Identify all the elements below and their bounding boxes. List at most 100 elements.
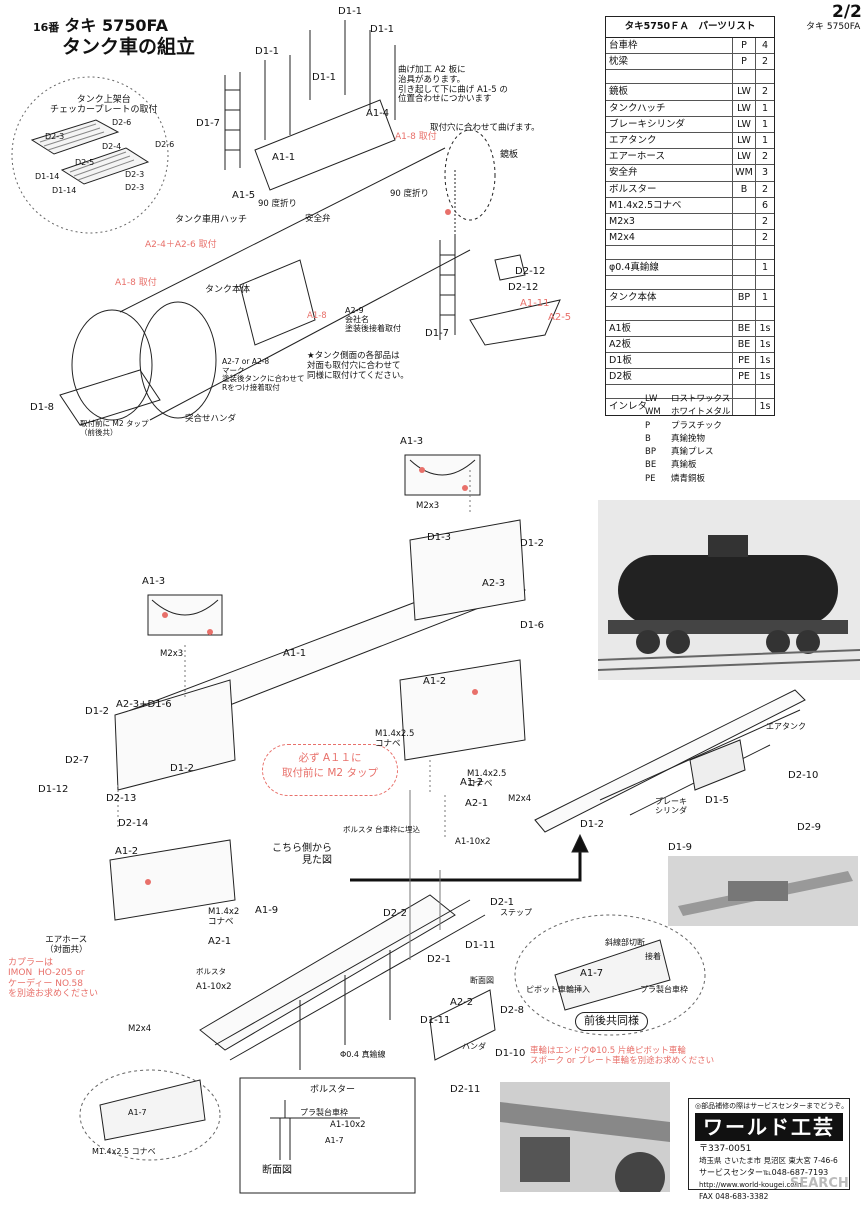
a2-4-label: A2-4＋A2-6 取付 [145, 240, 217, 250]
legend-code: WM [645, 407, 661, 418]
m2x4b-label: M2x4 [128, 1024, 152, 1034]
parts-name [606, 307, 732, 320]
part-code: D2-14 [118, 818, 149, 829]
company-fax: FAX 048-683-3382 [699, 1192, 769, 1202]
star-note: ★タンク側面の各部品は 対面も取付穴に合わせて 同様に取付けてください。 [307, 351, 409, 381]
parts-qty: 1s [755, 399, 774, 415]
parts-qty: 2 [755, 181, 774, 197]
parts-qty: 4 [755, 38, 774, 54]
part-code: A1-11 [520, 298, 550, 309]
model-title: タキ 5750FA [64, 16, 168, 35]
parts-name: A2板 [609, 338, 632, 350]
part-code: D1-14 [52, 186, 77, 195]
underframe-drawing [109, 519, 526, 921]
parts-qty: 2 [755, 230, 774, 246]
brake-cyl-label: ブレーキ シリンダ [655, 797, 687, 816]
part-code: A1-3 [142, 576, 166, 587]
parts-mat [732, 306, 755, 320]
part-code: D1-11 [420, 1015, 451, 1026]
parts-qty: 2 [755, 84, 774, 100]
parts-name: M2x3 [609, 215, 635, 227]
coupler-note: カプラーは IMON HO-205 or ケーディー NO.58 を別途お求めく… [8, 958, 99, 1000]
truck-image [500, 1082, 670, 1192]
parts-qty: 6 [755, 197, 774, 213]
parts-mat: WM [732, 165, 755, 181]
part-code: A1-1 [272, 152, 296, 163]
bolster-box-label: ボルスター [310, 1085, 356, 1095]
part-code: D2-1 [427, 954, 452, 965]
hatch-label: タンク車用ハッチ [175, 215, 248, 225]
parts-mat: PE [732, 353, 755, 369]
part-code: A1-4 [366, 108, 390, 119]
a2-9-label: A2-9 会社名 塗装後接着取付 [345, 306, 401, 334]
view-from-label: こちら側から 見た図 [272, 843, 332, 866]
company-url: http://www.world-kougei.com [699, 1181, 802, 1190]
part-code: D2-12 [508, 282, 539, 293]
bend-90-a: 90 度折り [258, 199, 298, 209]
legend-code: PE [645, 473, 656, 484]
part-code: D2-7 [65, 755, 90, 766]
parts-row: M1.4x2.5コナベ 6 [606, 197, 774, 214]
wheel-note: 車輪はエンドウΦ10.5 片絶ピボット車輪 スポーク or プレート車輪を別途お… [530, 1046, 715, 1066]
tank-top-frame [224, 20, 396, 191]
parts-name: M1.4x2.5コナベ [609, 199, 682, 211]
lower-floor-drawing [199, 894, 496, 1070]
part-code: A2-2 [450, 997, 474, 1008]
parts-mat [732, 276, 755, 290]
company-box: ◎部品補修の際はサービスセンターまでどうぞ。 ワールド工芸 〒337-0051 … [688, 1098, 850, 1201]
parts-mat [732, 70, 755, 84]
parts-name: 鏡板 [609, 86, 629, 98]
m14-bottom-label: M1.4x2.5 コナベ [92, 1147, 156, 1156]
part-code: D1-5 [705, 795, 730, 806]
parts-qty [755, 385, 774, 399]
parts-name: タンク本体 [609, 292, 657, 304]
part-code: D1-7 [196, 118, 221, 129]
legend-code: LW [645, 394, 658, 404]
part-code: D1-1 [370, 24, 395, 35]
cart-embed-note: 台車枠に埋込 [375, 825, 420, 834]
parts-qty: 2 [755, 54, 774, 70]
legend-desc: 真鍮プレス [671, 447, 714, 458]
parts-name: A1板 [609, 322, 632, 334]
parts-qty: 2 [755, 149, 774, 165]
tap-callout: 必ず A１１に 取付前に M2 タップ [262, 744, 398, 796]
inset-title: タンク上架台 チェッカープレートの取付 [50, 95, 158, 116]
part-code: A1-9 [255, 905, 279, 916]
parts-name: φ0.4真鍮線 [609, 262, 659, 274]
company-logo: ワールド工芸 [695, 1113, 843, 1142]
parts-mat: LW [732, 132, 755, 149]
part-code: D2-2 [383, 908, 408, 919]
part-code: A1-5 [232, 190, 256, 201]
finished-car-photo [598, 500, 860, 680]
parts-qty: 1s [755, 353, 774, 369]
parts-qty [755, 306, 774, 320]
part-code: D1-2 [580, 819, 605, 830]
legend-desc: 燐青銅板 [671, 473, 706, 484]
company-notice: ◎部品補修の際はサービスセンターまでどうぞ。 [695, 1102, 849, 1110]
part-code: D2-6 [155, 140, 175, 149]
parts-name: エアタンク [609, 134, 657, 146]
tank-body-label: タンク本体 [205, 285, 251, 295]
parts-qty: 1 [755, 260, 774, 276]
m2x4-label: M2x4 [508, 794, 532, 804]
part-code: D1-1 [338, 6, 363, 17]
parts-mat: BE [732, 320, 755, 336]
part-code: D1-2 [520, 538, 545, 549]
page-model: タキ 5750FA [806, 22, 861, 32]
checker-plate-inset [30, 119, 150, 185]
wire-label: Φ0.4 真鍮線 [340, 1050, 386, 1059]
part-code: A2-5 [548, 312, 572, 323]
